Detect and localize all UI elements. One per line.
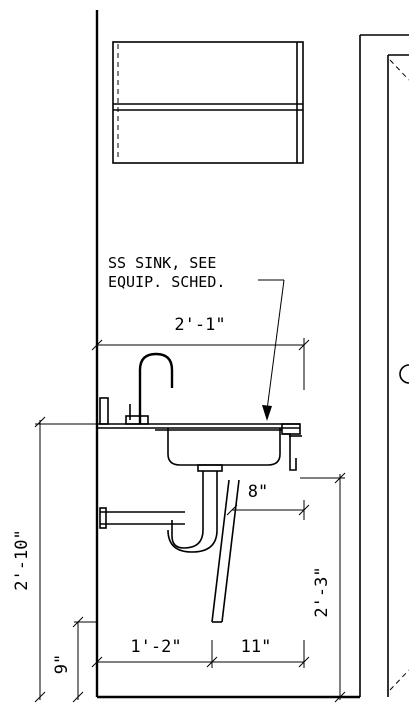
dimension-overall-width-label: 2'-1" <box>174 315 225 335</box>
sink-support-leg <box>211 479 240 623</box>
door-frame <box>359 34 409 697</box>
dimension-side-height: 2'-3" <box>300 472 346 703</box>
wall-shelf <box>112 41 304 164</box>
dimension-base-right-label: 11" <box>241 637 272 657</box>
dimension-base-height-label: 9" <box>52 654 72 674</box>
dimension-counter-height-label: 2'-10" <box>12 529 32 590</box>
dimension-overall-width: 2'-1" <box>91 315 310 390</box>
dimension-base-left-label: 1'-2" <box>130 637 181 657</box>
dimension-side-height-label: 2'-3" <box>312 566 332 617</box>
dimension-base-widths: 1'-2" 11" <box>91 637 310 668</box>
dimension-side-offset-label: 8" <box>248 482 268 502</box>
dimension-counter-height: 2'-10" <box>12 416 97 700</box>
callout-line-1: SS SINK, SEE <box>108 254 216 272</box>
callout-arrowhead <box>262 405 272 421</box>
sink-bracket <box>282 433 297 471</box>
p-trap <box>99 471 218 553</box>
wall <box>95 10 360 699</box>
sink-callout: SS SINK, SEE EQUIP. SCHED. <box>108 254 285 421</box>
dimension-base-height: 9" <box>34 616 97 703</box>
sink-bowl <box>155 428 282 472</box>
dimension-side-offset: 8" <box>226 482 310 520</box>
faucet <box>125 352 174 425</box>
callout-line-2: EQUIP. SCHED. <box>108 273 225 291</box>
